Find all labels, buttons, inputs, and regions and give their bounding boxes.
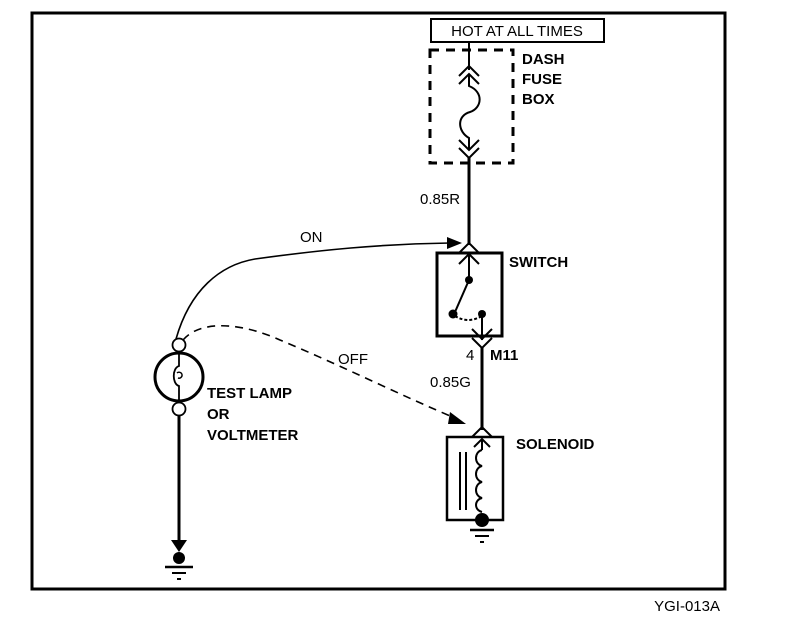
arrow-icon bbox=[448, 412, 466, 424]
switch-blade-icon bbox=[454, 279, 470, 313]
arrow-icon bbox=[447, 237, 462, 249]
coil-icon bbox=[475, 449, 483, 513]
test-lamp: TEST LAMP OR VOLTMETER bbox=[153, 337, 299, 444]
fuse-box-label-line-3: BOX bbox=[522, 91, 555, 108]
ground-icon bbox=[470, 528, 494, 543]
connector-chevron-icon bbox=[458, 139, 480, 152]
wire-top-label: 0.85R bbox=[420, 191, 460, 208]
probe-on-label: ON bbox=[300, 229, 323, 246]
dash-fuse-box: DASH FUSE BOX bbox=[428, 42, 565, 165]
power-source-label-box: HOT AT ALL TIMES bbox=[430, 18, 605, 43]
switch-label: SWITCH bbox=[509, 254, 568, 271]
probe-off-label: OFF bbox=[338, 351, 368, 368]
fuse-box-label-line-2: FUSE bbox=[522, 71, 562, 88]
tester-label-line-2: OR bbox=[207, 406, 230, 423]
fuse-icon bbox=[459, 74, 481, 150]
connector-pin-label: 4 bbox=[466, 347, 474, 364]
power-source-label: HOT AT ALL TIMES bbox=[451, 23, 583, 40]
solenoid: SOLENOID bbox=[445, 425, 595, 527]
wire-bottom-label: 0.85G bbox=[430, 374, 471, 391]
solenoid-label: SOLENOID bbox=[516, 436, 595, 453]
probe-on-path bbox=[175, 242, 451, 340]
tester-label-line-1: TEST LAMP bbox=[207, 385, 292, 402]
switch: SWITCH bbox=[435, 241, 568, 350]
fuse-box-label-line-1: DASH bbox=[522, 51, 565, 68]
tester-label-line-3: VOLTMETER bbox=[207, 427, 299, 444]
probe-off-path bbox=[182, 325, 456, 419]
diagram-frame bbox=[30, 11, 727, 591]
lamp-filament-icon bbox=[172, 353, 180, 401]
probe-terminal-icon bbox=[171, 401, 187, 417]
ground-icon bbox=[165, 565, 193, 580]
connector-chevron-icon bbox=[458, 64, 480, 77]
figure-id: YGI-013A bbox=[654, 598, 720, 615]
connector-id-label: M11 bbox=[490, 347, 518, 364]
